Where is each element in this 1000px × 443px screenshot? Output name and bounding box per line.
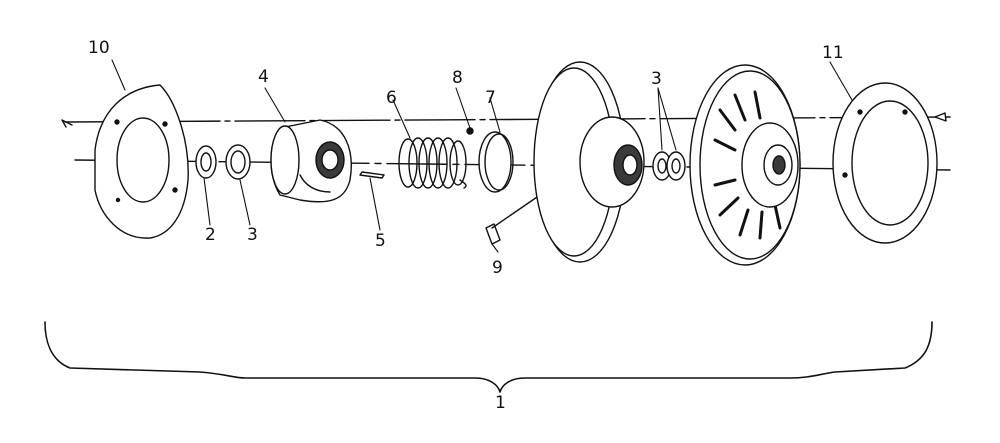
callout-2: 2 bbox=[205, 225, 216, 245]
callout-9: 9 bbox=[492, 258, 503, 278]
callout-3-washer: 3 bbox=[247, 225, 258, 245]
leader-lines bbox=[111, 59, 853, 253]
part-7-ring bbox=[478, 131, 514, 193]
callout-11: 11 bbox=[822, 43, 844, 63]
part-6-spring bbox=[398, 137, 467, 189]
callout-3-bushings: 3 bbox=[651, 69, 662, 89]
callout-1: 1 bbox=[495, 393, 506, 413]
part-9-bolt bbox=[485, 194, 541, 245]
part-11-rear-plate bbox=[832, 82, 947, 244]
callout-6: 6 bbox=[386, 88, 397, 108]
part-8-screw bbox=[466, 127, 474, 135]
callout-7: 7 bbox=[485, 88, 496, 108]
callout-8: 8 bbox=[452, 68, 463, 88]
bolt-axis bbox=[64, 116, 951, 123]
movable-sheave bbox=[533, 61, 645, 263]
part-4-cam-hub bbox=[270, 119, 352, 203]
callout-5: 5 bbox=[375, 231, 386, 251]
callout-10: 10 bbox=[88, 38, 110, 58]
part-3-washer bbox=[225, 144, 251, 180]
part-10-cover-plate bbox=[61, 84, 189, 239]
bracket-1 bbox=[44, 321, 933, 393]
part-3-bushings bbox=[652, 151, 686, 181]
fixed-sheave bbox=[689, 64, 801, 266]
callout-4: 4 bbox=[258, 67, 269, 87]
part-5-pin bbox=[359, 171, 385, 179]
callout-labels: 10 2 3 4 5 6 7 8 9 3 11 1 bbox=[88, 38, 844, 413]
part-2-nut bbox=[195, 145, 217, 179]
